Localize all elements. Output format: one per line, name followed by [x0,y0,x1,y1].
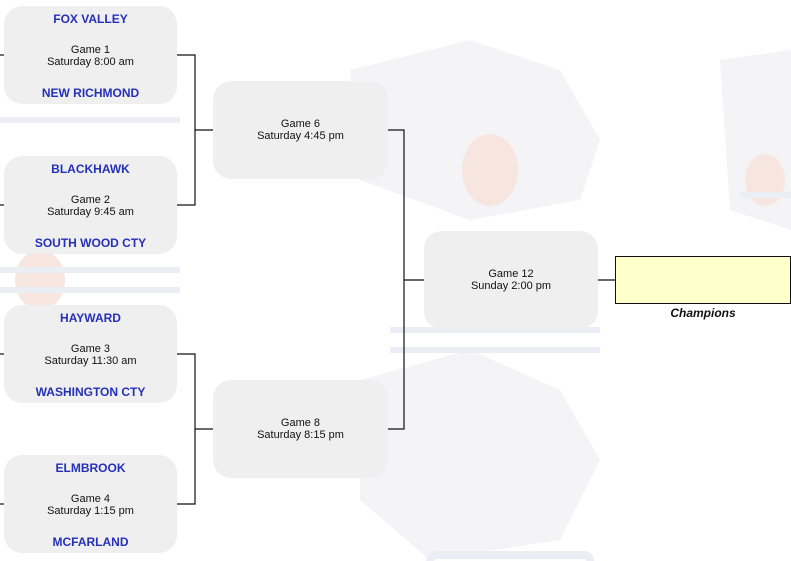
game-1-title: Game 1 [70,44,111,56]
game-3-team-bottom: WASHINGTON CTY [35,385,146,399]
game-6-time: Saturday 4:45 pm [257,130,344,142]
game-1-time: Saturday 8:00 am [47,56,134,68]
game-4-team-bottom: MCFARLAND [52,535,129,549]
game-6-title: Game 6 [280,118,321,130]
champion-label: Champions [670,306,736,320]
champion-box [615,256,791,304]
game-3-box: HAYWARD Game 3 Saturday 11:30 am WASHING… [4,305,177,403]
game-2-team-bottom: SOUTH WOOD CTY [34,236,147,250]
game-4-box: ELMBROOK Game 4 Saturday 1:15 pm MCFARLA… [4,455,177,553]
game-3-title: Game 3 [70,343,111,355]
game-2-team-top: BLACKHAWK [51,162,130,176]
game-8-title: Game 8 [280,417,321,429]
game-12-box: Game 12 Sunday 2:00 pm [424,231,598,329]
game-8-time: Saturday 8:15 pm [257,429,344,441]
game-1-team-top: FOX VALLEY [53,12,128,26]
game-12-title: Game 12 [488,268,534,280]
game-2-box: BLACKHAWK Game 2 Saturday 9:45 am SOUTH … [4,156,177,254]
game-1-team-bottom: NEW RICHMOND [41,86,140,100]
game-2-title: Game 2 [70,194,111,206]
game-4-title: Game 4 [70,493,111,505]
game-4-time: Saturday 1:15 pm [47,505,134,517]
game-6-box: Game 6 Saturday 4:45 pm [213,81,388,179]
game-2-time: Saturday 9:45 am [47,206,134,218]
game-3-time: Saturday 11:30 am [44,355,137,367]
game-4-team-top: ELMBROOK [55,461,126,475]
game-8-box: Game 8 Saturday 8:15 pm [213,380,388,478]
game-12-time: Sunday 2:00 pm [470,280,552,292]
game-3-team-top: HAYWARD [60,311,121,325]
game-1-box: FOX VALLEY Game 1 Saturday 8:00 am NEW R… [4,6,177,104]
